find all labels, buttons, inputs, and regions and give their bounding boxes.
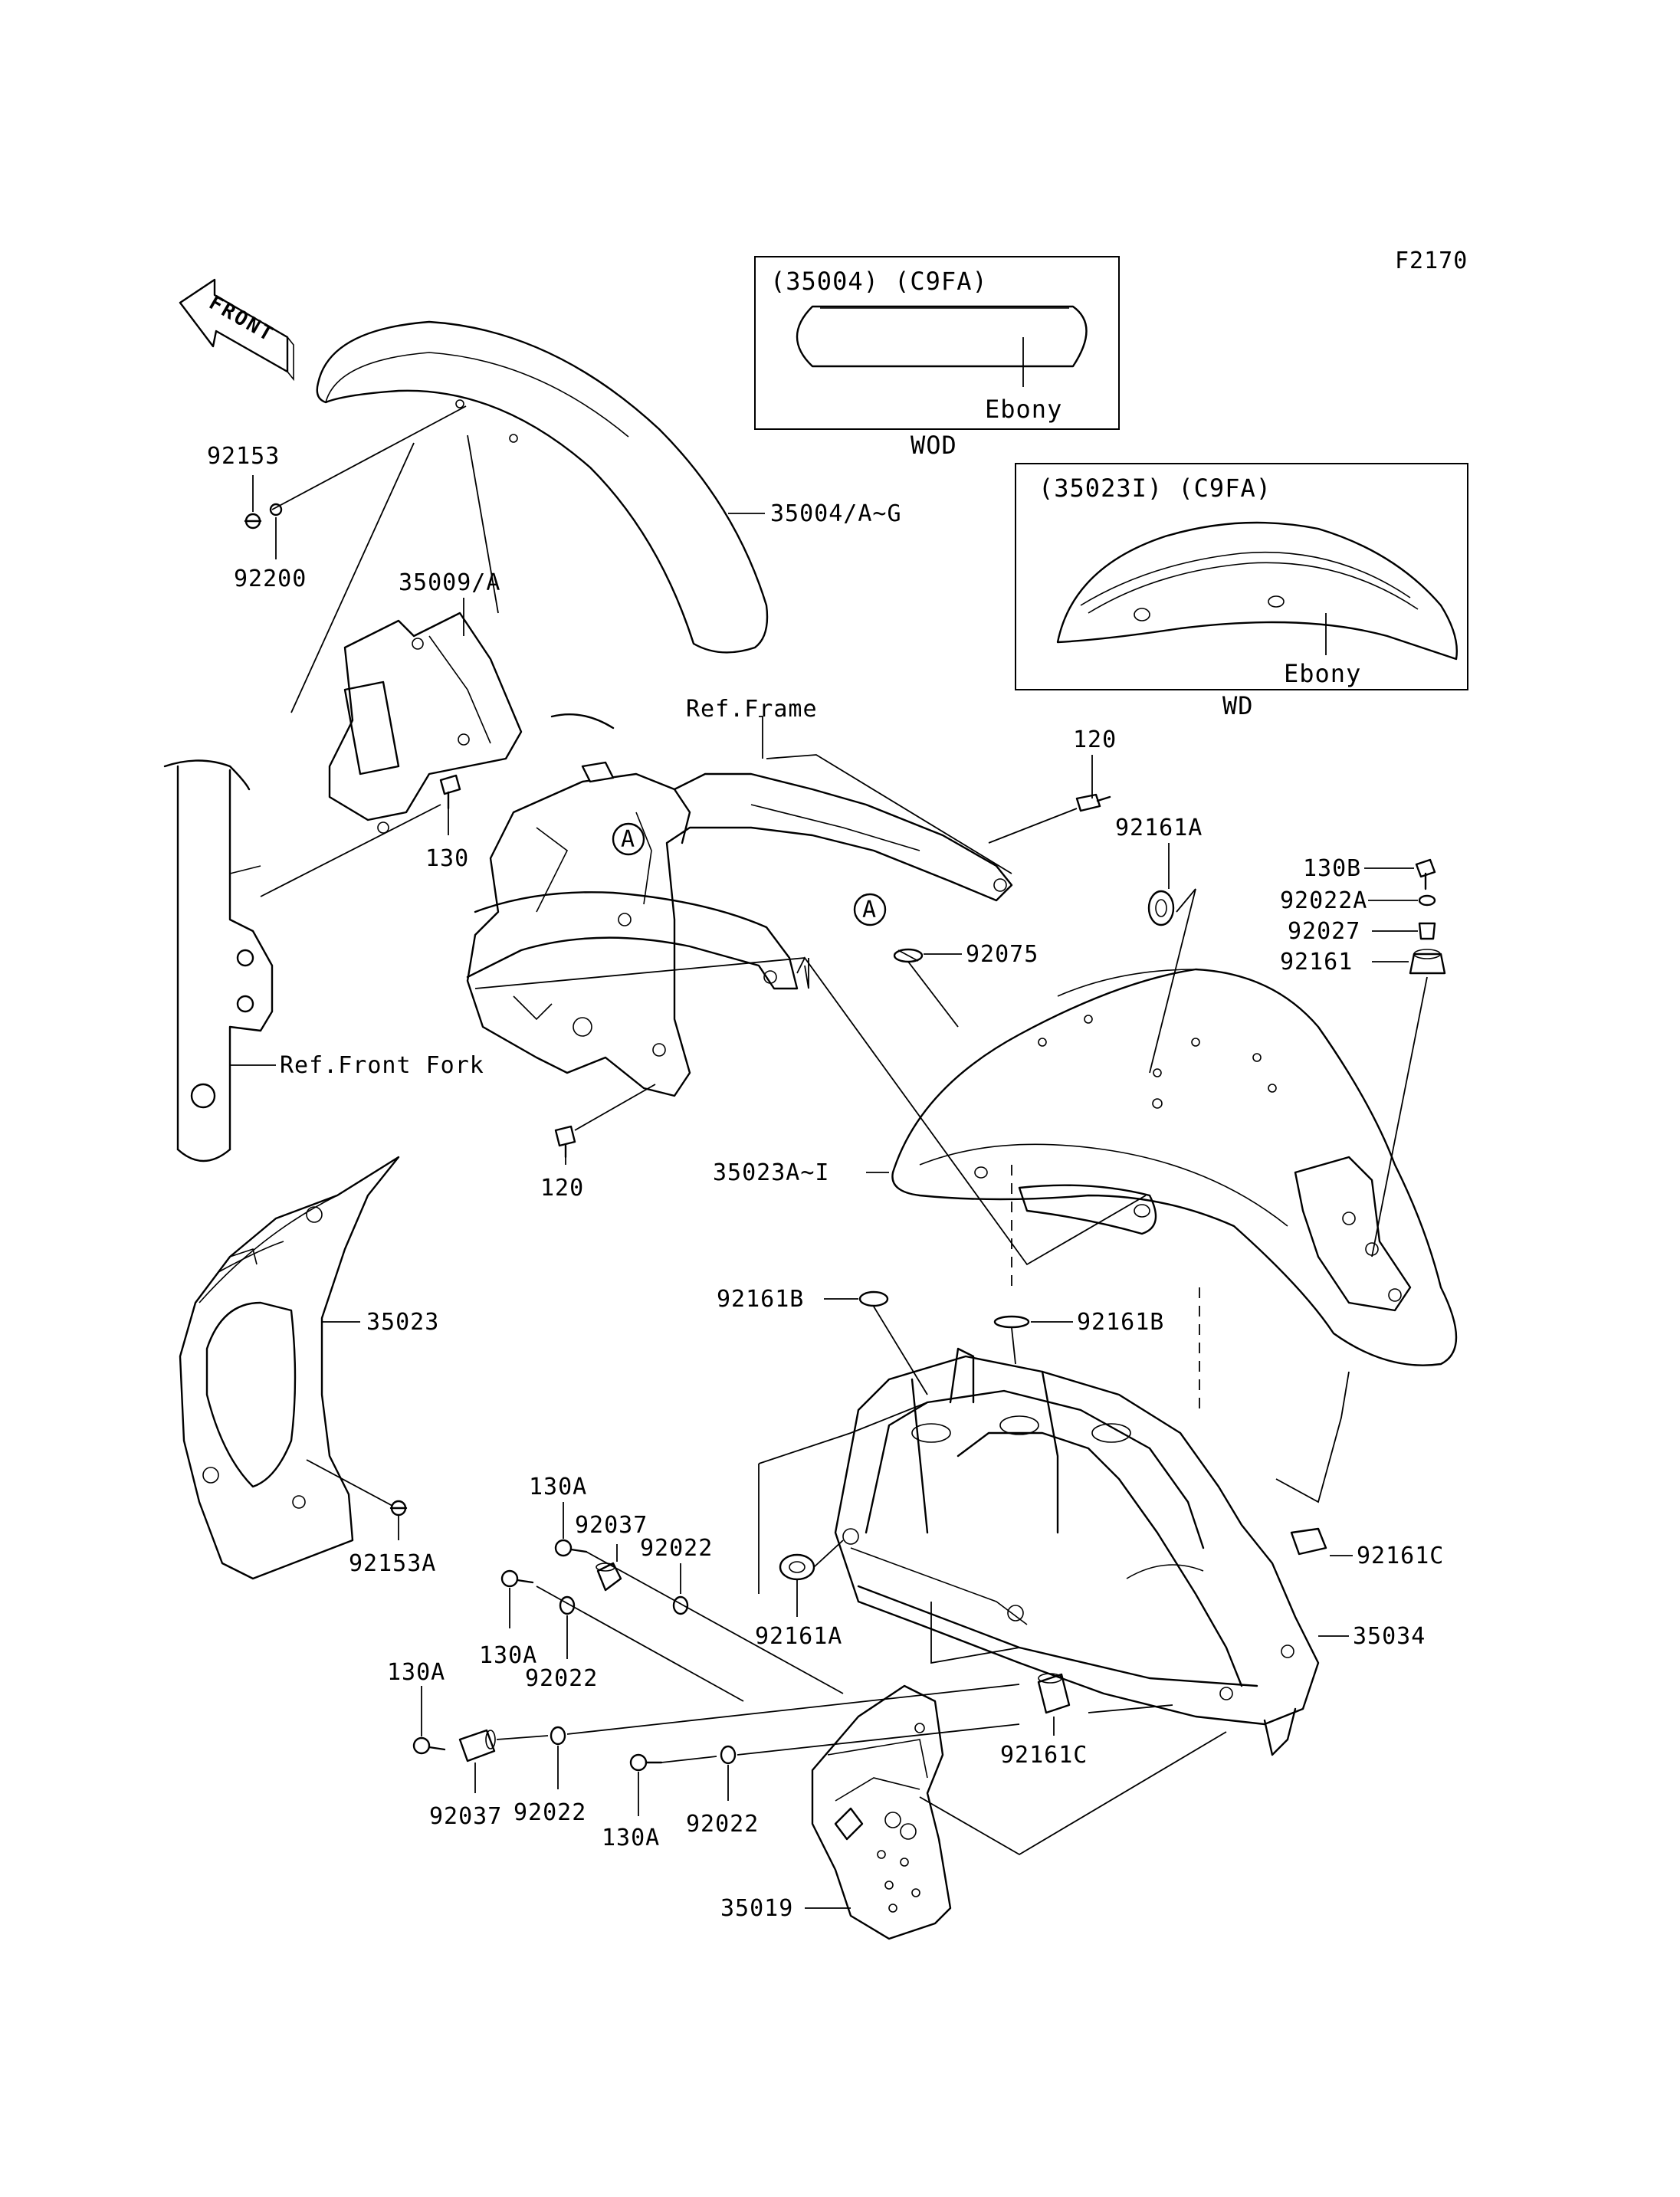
bolt-130B xyxy=(1415,858,1436,890)
label-35034: 35034 xyxy=(1353,1623,1426,1650)
label-92075: 92075 xyxy=(966,941,1039,968)
bracket-35009 xyxy=(328,612,523,834)
label-92027: 92027 xyxy=(1288,918,1360,945)
label-92022-2: 92022 xyxy=(525,1665,598,1692)
clip-92075 xyxy=(893,948,924,963)
label-92022-4: 92022 xyxy=(686,1811,759,1838)
bolt-120-top xyxy=(1075,793,1111,812)
license-bracket-35019 xyxy=(811,1684,952,1940)
label-92161A-top: 92161A xyxy=(1115,815,1203,841)
collar-92037-1 xyxy=(596,1562,622,1592)
inset-wd-color-label: Ebony xyxy=(1284,659,1361,688)
label-130A-4: 130A xyxy=(602,1825,660,1851)
inset-wd-caption: WD xyxy=(1222,691,1254,720)
washer-92022-3 xyxy=(550,1726,566,1746)
label-92022-3: 92022 xyxy=(514,1799,586,1826)
label-35023: 35023 xyxy=(366,1309,439,1336)
inset-wd-heading: (35023I) (C9FA) xyxy=(1039,474,1271,503)
washer-92022A xyxy=(1418,894,1436,907)
label-92153A: 92153A xyxy=(349,1550,436,1577)
inset-wd-frame xyxy=(1015,463,1468,690)
bolt-130A-4 xyxy=(629,1753,663,1772)
inset-wod-frame xyxy=(754,256,1120,430)
front-fender xyxy=(316,320,769,654)
washer-92200 xyxy=(269,503,283,516)
grommet-92161A-top xyxy=(1147,890,1175,926)
inset-wd: (35023I) (C9FA) Ebony WD xyxy=(1015,463,1468,720)
inset-wod: (35004) (C9FA) Ebony WOD xyxy=(754,256,1120,460)
label-130A-1: 130A xyxy=(529,1474,587,1500)
rear-fender xyxy=(891,968,1458,1366)
marker-a-frame xyxy=(612,822,645,856)
label-ref-front-fork: Ref.Front Fork xyxy=(280,1052,484,1079)
label-92161A-bottom: 92161A xyxy=(755,1623,842,1650)
label-92161C-right: 92161C xyxy=(1357,1543,1444,1569)
bolt-130A-1 xyxy=(554,1539,588,1557)
marker-a-frame-label: A xyxy=(621,826,635,853)
label-92037-1: 92037 xyxy=(575,1512,648,1539)
inset-wod-fender-strip xyxy=(796,305,1088,368)
label-130A-3: 130A xyxy=(387,1659,445,1686)
bolt-120-bottom xyxy=(554,1125,576,1159)
side-cover-35023 xyxy=(179,1156,400,1580)
inset-wod-caption: WOD xyxy=(911,431,957,460)
label-ref-frame: Ref.Frame xyxy=(686,696,818,723)
washer-92022-4 xyxy=(720,1745,737,1765)
inset-wod-color-label: Ebony xyxy=(985,395,1062,424)
label-130A-2: 130A xyxy=(479,1642,537,1669)
bolt-130 xyxy=(439,774,461,810)
bolt-92153 xyxy=(244,513,262,530)
pad-92161C-bottom xyxy=(1037,1673,1071,1714)
inner-fender-frame-35034 xyxy=(834,1347,1320,1756)
figure-code: F2170 xyxy=(1395,248,1468,274)
label-35023A-I: 35023A~I xyxy=(713,1159,830,1186)
pad-92161B-left xyxy=(858,1290,889,1307)
label-35004: 35004/A~G xyxy=(770,500,902,527)
inset-wd-fender xyxy=(1056,521,1458,661)
pad-92161B-right xyxy=(993,1315,1030,1329)
label-92161B-left: 92161B xyxy=(717,1286,804,1313)
label-92022A: 92022A xyxy=(1280,887,1367,914)
front-direction-arrow: FRONT xyxy=(179,278,294,382)
washer-92022-1 xyxy=(672,1595,689,1615)
front-fork xyxy=(163,759,274,1162)
label-120-bottom: 120 xyxy=(540,1175,584,1202)
label-130B: 130B xyxy=(1303,855,1361,882)
label-92161C-bottom: 92161C xyxy=(1000,1742,1088,1769)
marker-a-fender-label: A xyxy=(862,897,877,923)
pad-92161C-right xyxy=(1290,1527,1327,1556)
label-130: 130 xyxy=(425,845,469,872)
label-35009: 35009/A xyxy=(399,569,500,596)
bolt-92153A xyxy=(389,1500,408,1517)
label-92200: 92200 xyxy=(234,566,307,592)
grommet-92161 xyxy=(1409,949,1446,975)
washer-92022-2 xyxy=(559,1595,576,1615)
label-92161B-right: 92161B xyxy=(1077,1309,1164,1336)
collar-92037-2 xyxy=(458,1729,496,1763)
bolt-130A-2 xyxy=(500,1569,534,1588)
label-92153: 92153 xyxy=(207,443,280,470)
grommet-92161A-bottom xyxy=(779,1553,815,1581)
collar-92027 xyxy=(1418,922,1436,940)
rear-frame xyxy=(466,713,1013,1097)
label-35019: 35019 xyxy=(720,1895,793,1922)
label-92037-2: 92037 xyxy=(429,1803,502,1830)
label-92161: 92161 xyxy=(1280,949,1353,976)
marker-a-fender xyxy=(853,893,887,926)
inset-wod-heading: (35004) (C9FA) xyxy=(770,267,988,296)
label-120-top: 120 xyxy=(1073,726,1117,753)
bolt-130A-3 xyxy=(412,1736,446,1755)
label-92022-1: 92022 xyxy=(640,1535,713,1562)
